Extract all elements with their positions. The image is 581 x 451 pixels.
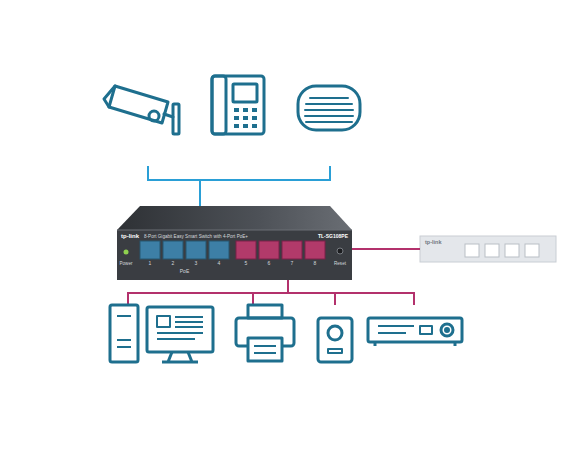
nvr-icon-part: [420, 326, 432, 334]
camera-icon-part: [173, 104, 179, 134]
uplink-switch-part: [420, 236, 556, 262]
poe-ports-part: [209, 241, 229, 259]
phone-icon: [212, 76, 264, 134]
uplink-switch-part-part: [525, 244, 539, 257]
nvr-icon-part: [441, 324, 453, 336]
nas-icon-part: [328, 326, 342, 340]
port-number: 3: [195, 261, 198, 267]
data-ports-part: [305, 241, 325, 259]
nvr-icon: [368, 318, 462, 346]
phone-icon-part-part: [234, 108, 239, 112]
network-link: [352, 248, 420, 250]
brand-text: tp-link: [121, 233, 139, 240]
phone-icon-part-part: [234, 124, 239, 128]
pc-icon-part: [162, 352, 198, 362]
switch-body-part: [117, 230, 352, 231]
printer-icon: [236, 305, 294, 361]
phone-icon-part-part: [243, 124, 248, 128]
switch-body-part: [117, 206, 352, 230]
port-number: 5: [245, 261, 248, 267]
camera-icon-part: [149, 111, 159, 121]
power-label: Power: [119, 261, 132, 266]
model-number: TL-SG108PE: [318, 234, 348, 240]
phone-icon-part-part: [252, 116, 257, 120]
lan-bracket: [128, 280, 414, 305]
nvr-icon-part: [368, 318, 462, 342]
printer-icon-part: [248, 338, 282, 361]
switch-body-part: [117, 230, 352, 280]
camera-icon: [104, 86, 179, 134]
switch-box: tp-link 8-Port Gigabit Easy Smart Switch …: [117, 230, 352, 280]
phone-icon-part-part: [234, 116, 239, 120]
uplink-switch-box: tp-link: [420, 236, 556, 262]
pc-icon-part: [110, 305, 138, 362]
camera-icon-part: [104, 86, 115, 107]
access-point-icon: [298, 86, 360, 130]
switch-body-part: [124, 250, 129, 255]
nvr-icon-part: [446, 329, 449, 332]
lan-bracket-part: [128, 293, 414, 305]
poe-ports-part: [186, 241, 206, 259]
phone-icon-part-part: [252, 108, 257, 112]
uplink-switch-part-part: [485, 244, 499, 257]
uplink-switch-part: [465, 244, 539, 257]
port-number: 8: [314, 261, 317, 267]
camera-icon-part: [109, 86, 168, 123]
uplink-switch-part-part: [465, 244, 479, 257]
phone-icon-part-part: [252, 124, 257, 128]
pc-icon: [110, 305, 213, 362]
phone-icon-part: [212, 76, 226, 134]
uplink-switch: [420, 236, 556, 262]
lan-bracket-part: [253, 293, 335, 305]
access-point-icon-part: [305, 98, 353, 122]
nas-icon-part: [318, 318, 352, 362]
model-description: 8-Port Gigabit Easy Smart Switch with 4-…: [144, 234, 248, 239]
access-point-icon-part: [298, 86, 360, 130]
switch-body-part: [337, 248, 343, 254]
phone-icon-part: [233, 84, 257, 102]
phone-icon-part: [234, 108, 257, 128]
poe-ports-part: [140, 241, 160, 259]
data-ports-part: [282, 241, 302, 259]
phone-icon-part-part: [243, 108, 248, 112]
switch-body: [117, 206, 352, 280]
pc-icon-part: [147, 307, 213, 352]
nas-icon: [318, 318, 352, 362]
nvr-icon-part: [378, 326, 414, 333]
data-ports-part: [259, 241, 279, 259]
pc-icon-part: [157, 316, 170, 327]
phone-icon-part: [212, 76, 264, 134]
printer-icon-part: [254, 346, 276, 353]
poe-label: PoE: [180, 269, 189, 275]
port-number: 7: [291, 261, 294, 267]
data-ports: [236, 241, 325, 259]
phone-icon-part-part: [243, 116, 248, 120]
poe-ports-part: [163, 241, 183, 259]
port-number: 2: [172, 261, 175, 267]
lan-bracket-part: [287, 280, 289, 293]
poe-ports: [140, 241, 229, 259]
nas-icon-part: [328, 349, 342, 353]
brand-text: tp-link: [425, 239, 442, 245]
port-number: 6: [268, 261, 271, 267]
pc-icon-part: [157, 317, 203, 339]
port-number: 1: [149, 261, 152, 267]
reset-label: Reset: [334, 261, 346, 266]
uplink-switch-part-part: [505, 244, 519, 257]
nvr-icon-part: [375, 342, 455, 346]
printer-icon-part: [248, 305, 282, 318]
poe-bracket-part: [148, 166, 330, 180]
port-number: 4: [218, 261, 221, 267]
data-ports-part: [236, 241, 256, 259]
pc-icon-part: [117, 316, 131, 347]
